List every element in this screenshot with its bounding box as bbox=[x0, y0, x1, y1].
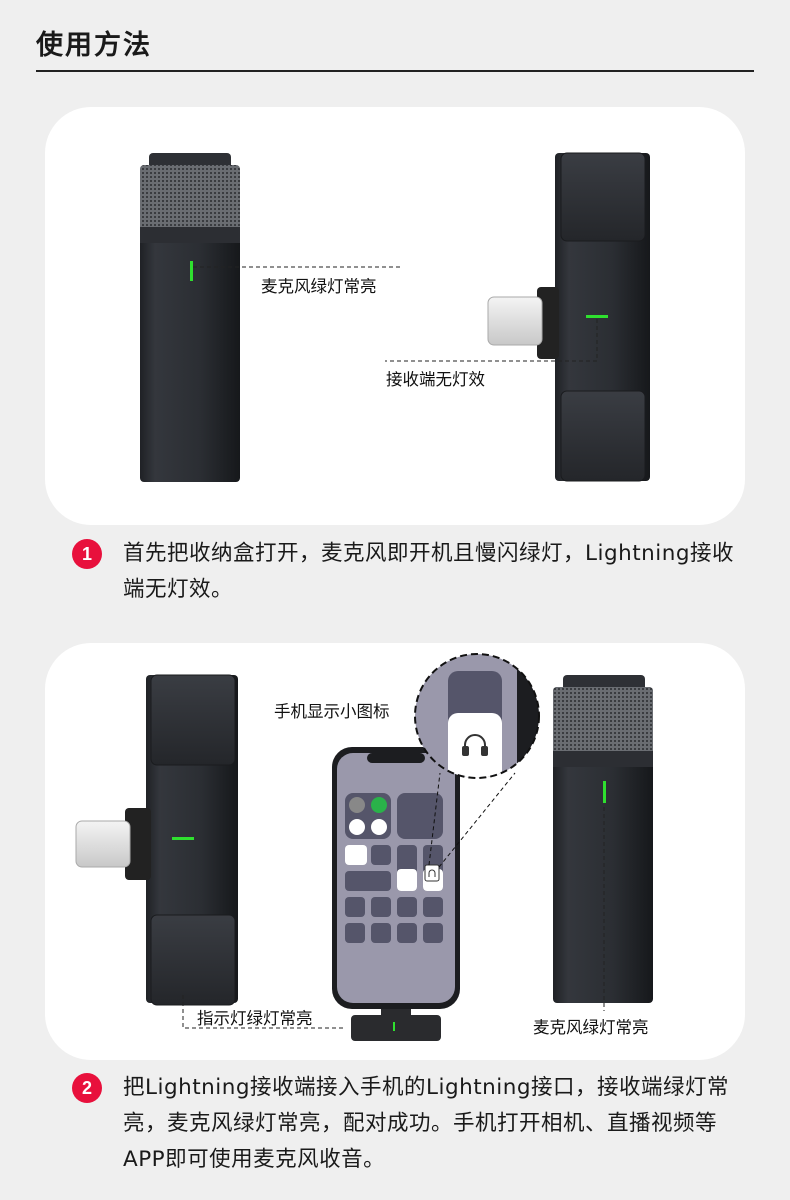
microphone-device-illustration bbox=[140, 153, 240, 482]
receiver-device-illustration bbox=[75, 674, 238, 1006]
label-phone-icon: 手机显示小图标 bbox=[274, 702, 390, 721]
step-number-badge: 1 bbox=[72, 539, 102, 569]
label-mic-green: 麦克风绿灯常亮 bbox=[261, 277, 377, 296]
led-green-icon bbox=[190, 261, 193, 281]
label-mic-green: 麦克风绿灯常亮 bbox=[533, 1018, 649, 1037]
smartphone-illustration bbox=[332, 747, 460, 1041]
panel-2-artwork bbox=[75, 653, 653, 1041]
section-header: 使用方法 bbox=[36, 26, 754, 72]
page-title: 使用方法 bbox=[36, 30, 152, 61]
illustration-panel-2: 手机显示小图标 指示灯绿灯常亮 麦克风绿灯常亮 bbox=[45, 643, 745, 1060]
led-green-icon bbox=[586, 315, 608, 318]
led-green-icon bbox=[172, 837, 194, 840]
label-receiver-no-light: 接收端无灯效 bbox=[386, 370, 485, 389]
led-green-icon bbox=[393, 1022, 395, 1031]
illustration-panel-1: 麦克风绿灯常亮 接收端无灯效 bbox=[45, 107, 745, 525]
microphone-device-illustration bbox=[553, 675, 653, 1003]
step-description: 把Lightning接收端接入手机的Lightning接口，接收端绿灯常亮，麦克… bbox=[123, 1075, 730, 1172]
panel-1-artwork bbox=[140, 152, 650, 482]
headphone-icon bbox=[462, 734, 488, 756]
receiver-device-illustration bbox=[487, 152, 650, 482]
label-indicator-green: 指示灯绿灯常亮 bbox=[197, 1009, 313, 1028]
zoom-callout bbox=[414, 653, 540, 779]
led-green-icon bbox=[603, 781, 606, 803]
step-description: 首先把收纳盒打开，麦克风即开机且慢闪绿灯，Lightning接收端无灯效。 bbox=[123, 541, 735, 602]
step-number-badge: 2 bbox=[72, 1073, 102, 1103]
